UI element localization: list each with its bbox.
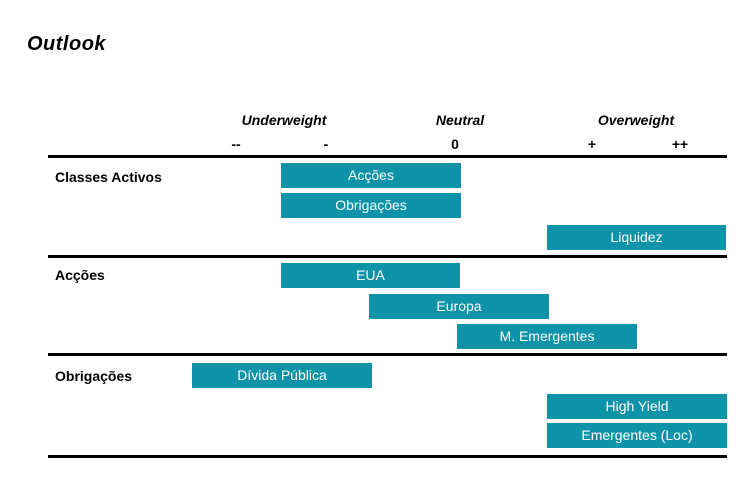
position-bar: Dívida Pública [192,363,372,388]
scale-tick: ++ [671,136,689,152]
bottom-divider [48,455,727,458]
zone-label: Neutral [435,112,485,128]
position-bar: High Yield [547,394,727,419]
section-divider [48,255,727,258]
scale-tick: -- [231,136,241,152]
section-divider [48,353,727,356]
position-bar: Europa [369,294,549,319]
position-bar: EUA [281,263,460,288]
scale-tick: 0 [451,136,459,152]
section-label: Obrigações [55,368,133,384]
section-label: Classes Activos [55,169,162,185]
position-bar: M. Emergentes [457,324,637,349]
position-bar: Obrigações [281,193,461,218]
position-bar: Emergentes (Loc) [547,423,727,448]
zone-label: Underweight [241,112,327,128]
scale-tick: - [323,136,329,152]
scale-tick: + [587,136,597,152]
position-bar: Acções [281,163,461,188]
page-title: Outlook [27,33,107,55]
section-divider [48,155,727,158]
position-bar: Liquidez [547,225,726,250]
section-label: Acções [55,267,105,283]
zone-label: Overweight [597,112,675,128]
